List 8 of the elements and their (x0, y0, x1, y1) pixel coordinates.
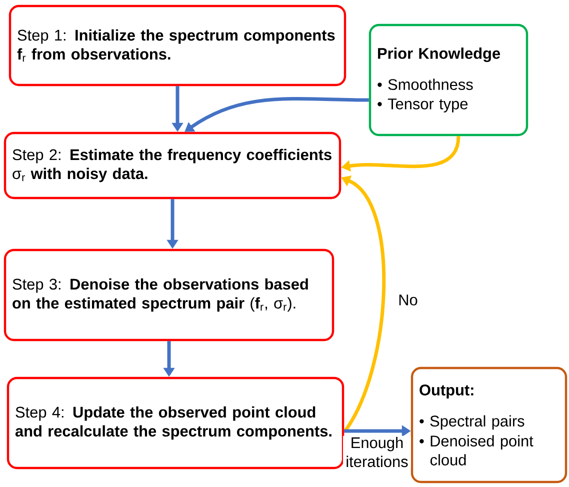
knowledge-box: Prior Knowledge • Smoothness • Tensor type (368, 24, 528, 136)
output-box: Output: • Spectral pairs • Denoised point cloud (410, 366, 568, 484)
step-box: Step 1: Initialize the spectrum components f$_{r}$ from observations. (8, 4, 346, 86)
step-box: Step 2: Estimate the frequency coefficients σ$_{r}$ with noisy data. (4, 132, 342, 200)
step-box: Step 4: Update the observed point cloud and recalculate the spectrum components. (6, 376, 344, 470)
step-box: Step 3: Denoise the observations based on the estimated spectrum pair (f$_{r}$, σ$_{r}$). (4, 248, 334, 342)
edge-label: Enough iterations (343, 436, 411, 468)
edge-label: No (392, 294, 424, 306)
